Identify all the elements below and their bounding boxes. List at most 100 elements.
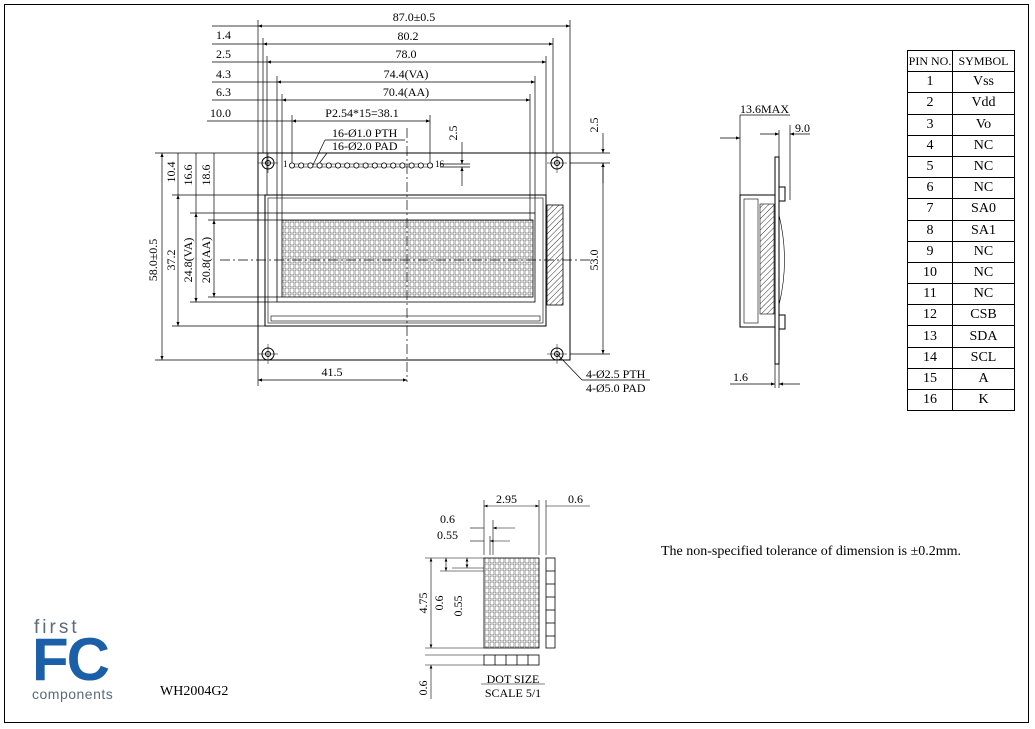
pin-number: 13 (907, 325, 953, 348)
side-dim-1-6: 1.6 (733, 370, 748, 384)
side-max-thickness: 13.6MAX (740, 102, 789, 116)
bezel-outline (264, 194, 547, 327)
front-view-labels: 87.0±0.5 80.2 78.0 74.4(VA) 70.4(AA) P2.… (146, 10, 646, 395)
left-dim-4-3: 4.3 (216, 67, 231, 81)
dim-overall-width: 87.0±0.5 (393, 10, 436, 24)
pin-number: 14 (907, 346, 953, 369)
height-37-2: 37.2 (164, 250, 178, 271)
backlight-tab (546, 204, 564, 306)
pin-pads (288, 162, 433, 169)
mounting-hole-bl (258, 344, 278, 364)
dot-column-right (545, 557, 556, 649)
right-2-5: 2.5 (587, 118, 601, 133)
dot-width-0-55: 0.55 (437, 528, 458, 542)
side-view-labels: 13.6MAX 9.0 1.6 (733, 102, 810, 384)
model-number: WH2004G2 (160, 684, 229, 699)
pin-pad (408, 162, 415, 169)
dot-size-title: DOT SIZE (487, 672, 540, 686)
dim-pitch: P2.54*15=38.1 (325, 106, 398, 120)
dot-size-labels: 2.95 0.6 0.6 0.55 4.75 0.6 0.55 0.6 DOT … (416, 492, 583, 700)
pin-number: 1 (907, 71, 953, 94)
cursor-row (483, 654, 540, 666)
front-view (155, 20, 650, 386)
pin-symbol: SA1 (952, 219, 1015, 242)
dot-size-detail (425, 500, 590, 699)
pin-number: 8 (907, 219, 953, 242)
pin-symbol: NC (952, 240, 1015, 263)
pin-pad (334, 162, 341, 169)
pin-symbol: A (952, 367, 1015, 391)
pin-table-header: PIN NO. SYMBOL (907, 49, 1015, 73)
pin-number: 3 (907, 113, 953, 136)
side-pcb (774, 156, 780, 365)
pin-number: 15 (907, 367, 953, 391)
dot-size-scale: SCALE 5/1 (485, 686, 541, 700)
pin-pad (371, 162, 378, 169)
pin-symbol: NC (952, 134, 1015, 157)
pin-pad (417, 162, 424, 169)
pin-1-label: 1 (283, 159, 288, 169)
dim-78: 78.0 (396, 47, 417, 61)
left-dim-1-4: 1.4 (216, 28, 231, 42)
logo-main-text: FC (32, 626, 110, 693)
mount-pad: 4-Ø5.0 PAD (586, 381, 646, 395)
pin-symbol: NC (952, 177, 1015, 200)
pin-symbol: Vss (952, 71, 1015, 94)
side-view (720, 114, 810, 388)
pin-number: 11 (907, 283, 953, 306)
pin-symbol: Vo (952, 113, 1015, 136)
pth-pins: 16-Ø1.0 PTH (332, 126, 398, 140)
pin-symbol: NC (952, 261, 1015, 285)
mount-pth: 4-Ø2.5 PTH (586, 367, 646, 381)
drawing-frame (4, 4, 1029, 723)
pin-16-label: 16 (435, 159, 445, 169)
logo-bottom-text: components (32, 686, 114, 702)
pin-top-2-5: 2.5 (446, 126, 460, 141)
height-va: 24.8(VA) (181, 238, 195, 283)
pin-symbol: SA0 (952, 198, 1015, 221)
pin-symbol: SCL (952, 346, 1015, 369)
v-dim-18-6: 18.6 (199, 165, 213, 186)
pin-number: 7 (907, 198, 953, 221)
viewing-area (276, 212, 536, 303)
overall-height: 58.0±0.5 (146, 239, 160, 282)
pad-pins: 16-Ø2.0 PAD (332, 139, 398, 153)
pin-pad (390, 162, 397, 169)
side-dim-9: 9.0 (795, 121, 810, 135)
pin-symbol: K (952, 388, 1015, 412)
pin-number: 2 (907, 92, 953, 115)
pin-number: 12 (907, 304, 953, 327)
pin-symbol: SDA (952, 325, 1015, 348)
pin-pad (344, 162, 351, 169)
dot-char-cell (483, 557, 540, 649)
pin-pad (307, 162, 314, 169)
pin-number: 4 (907, 134, 953, 157)
mounting-hole-tl (258, 153, 278, 173)
pin-number: 9 (907, 240, 953, 263)
pin-pad (380, 162, 387, 169)
dim-80-2: 80.2 (398, 29, 419, 43)
dot-height-0-6: 0.6 (432, 596, 446, 611)
tolerance-note: The non-specified tolerance of dimension… (661, 544, 962, 559)
left-dim-10: 10.0 (210, 106, 231, 120)
left-dim-2-5: 2.5 (216, 47, 231, 61)
pin-number: 16 (907, 388, 953, 412)
pin-pad (298, 162, 305, 169)
pin-number: 10 (907, 261, 953, 285)
active-area (281, 219, 534, 298)
dot-height-0-6-bottom: 0.6 (416, 681, 430, 696)
height-aa: 20.8(AA) (199, 237, 213, 283)
dot-height-0-55: 0.55 (451, 596, 465, 617)
center-41-5: 41.5 (322, 365, 343, 379)
header-pin-no: PIN NO. (907, 49, 953, 73)
